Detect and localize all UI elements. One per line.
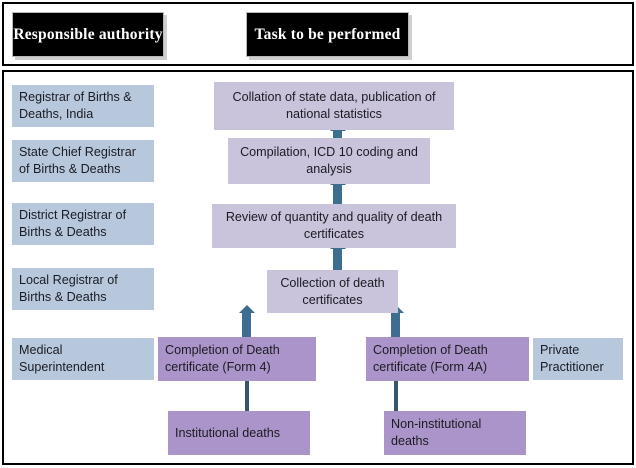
authority-box-local-registrar: Local Registrar of Births & Deaths bbox=[12, 268, 154, 310]
authority-box-medical-superintendent-label: Medical Superintendent bbox=[19, 343, 105, 374]
header-panel: Responsible authority Task to be perform… bbox=[2, 2, 634, 66]
arrow-noninstitutional-to-form4a bbox=[394, 380, 398, 412]
task-box-completion-form4-label: Completion of Death certificate (Form 4) bbox=[165, 343, 280, 374]
task-box-completion-form4a: Completion of Death certificate (Form 4A… bbox=[366, 337, 529, 381]
arrow-review-to-compilation bbox=[333, 184, 342, 205]
task-box-collection-death-certificates-label: Collection of death certificates bbox=[280, 275, 385, 307]
arrow-form4-to-collection bbox=[242, 312, 251, 338]
arrow-collection-to-review bbox=[333, 248, 342, 272]
authority-box-local-registrar-label: Local Registrar of Births & Deaths bbox=[19, 273, 118, 304]
arrow-institutional-to-form4 bbox=[245, 380, 249, 412]
authority-box-state-chief-registrar-label: State Chief Registrar of Births & Deaths bbox=[19, 145, 136, 176]
task-box-review-quantity-quality: Review of quantity and quality of death … bbox=[212, 204, 456, 248]
task-box-completion-form4a-label: Completion of Death certificate (Form 4A… bbox=[373, 343, 488, 374]
task-box-institutional-deaths: Institutional deaths bbox=[168, 411, 310, 455]
task-box-collation-state-data: Collation of state data, publication of … bbox=[214, 82, 454, 130]
task-box-noninstitutional-deaths: Non-institutional deaths bbox=[384, 411, 526, 455]
diagram-body-panel: Registrar of Births & Deaths, India Stat… bbox=[2, 70, 634, 465]
task-box-noninstitutional-deaths-label: Non-institutional deaths bbox=[391, 417, 482, 448]
authority-box-registrar-india: Registrar of Births & Deaths, India bbox=[12, 85, 154, 127]
authority-box-medical-superintendent: Medical Superintendent bbox=[12, 338, 154, 380]
authority-box-district-registrar: District Registrar of Births & Deaths bbox=[12, 203, 154, 245]
header-title-task-to-be-performed: Task to be performed bbox=[246, 12, 409, 57]
task-box-collection-death-certificates: Collection of death certificates bbox=[267, 270, 398, 313]
task-box-institutional-deaths-label: Institutional deaths bbox=[175, 425, 281, 440]
arrow-compilation-to-collation bbox=[333, 130, 342, 144]
authority-box-state-chief-registrar: State Chief Registrar of Births & Deaths bbox=[12, 140, 154, 182]
task-box-compilation-icd10: Compilation, ICD 10 coding and analysis bbox=[228, 138, 430, 184]
authority-box-private-practitioner: Private Practitioner bbox=[533, 338, 623, 380]
task-box-collation-state-data-label: Collation of state data, publication of … bbox=[232, 90, 436, 121]
authority-box-registrar-india-label: Registrar of Births & Deaths, India bbox=[19, 90, 132, 121]
task-box-review-quantity-quality-label: Review of quantity and quality of death … bbox=[225, 210, 443, 241]
authority-box-district-registrar-label: District Registrar of Births & Deaths bbox=[19, 208, 127, 239]
arrow-form4a-to-collection bbox=[391, 312, 400, 338]
task-box-compilation-icd10-label: Compilation, ICD 10 coding and analysis bbox=[240, 145, 418, 176]
authority-box-private-practitioner-label: Private Practitioner bbox=[540, 343, 604, 374]
task-box-completion-form4: Completion of Death certificate (Form 4) bbox=[158, 337, 316, 381]
header-title-responsible-authority: Responsible authority bbox=[12, 12, 164, 57]
